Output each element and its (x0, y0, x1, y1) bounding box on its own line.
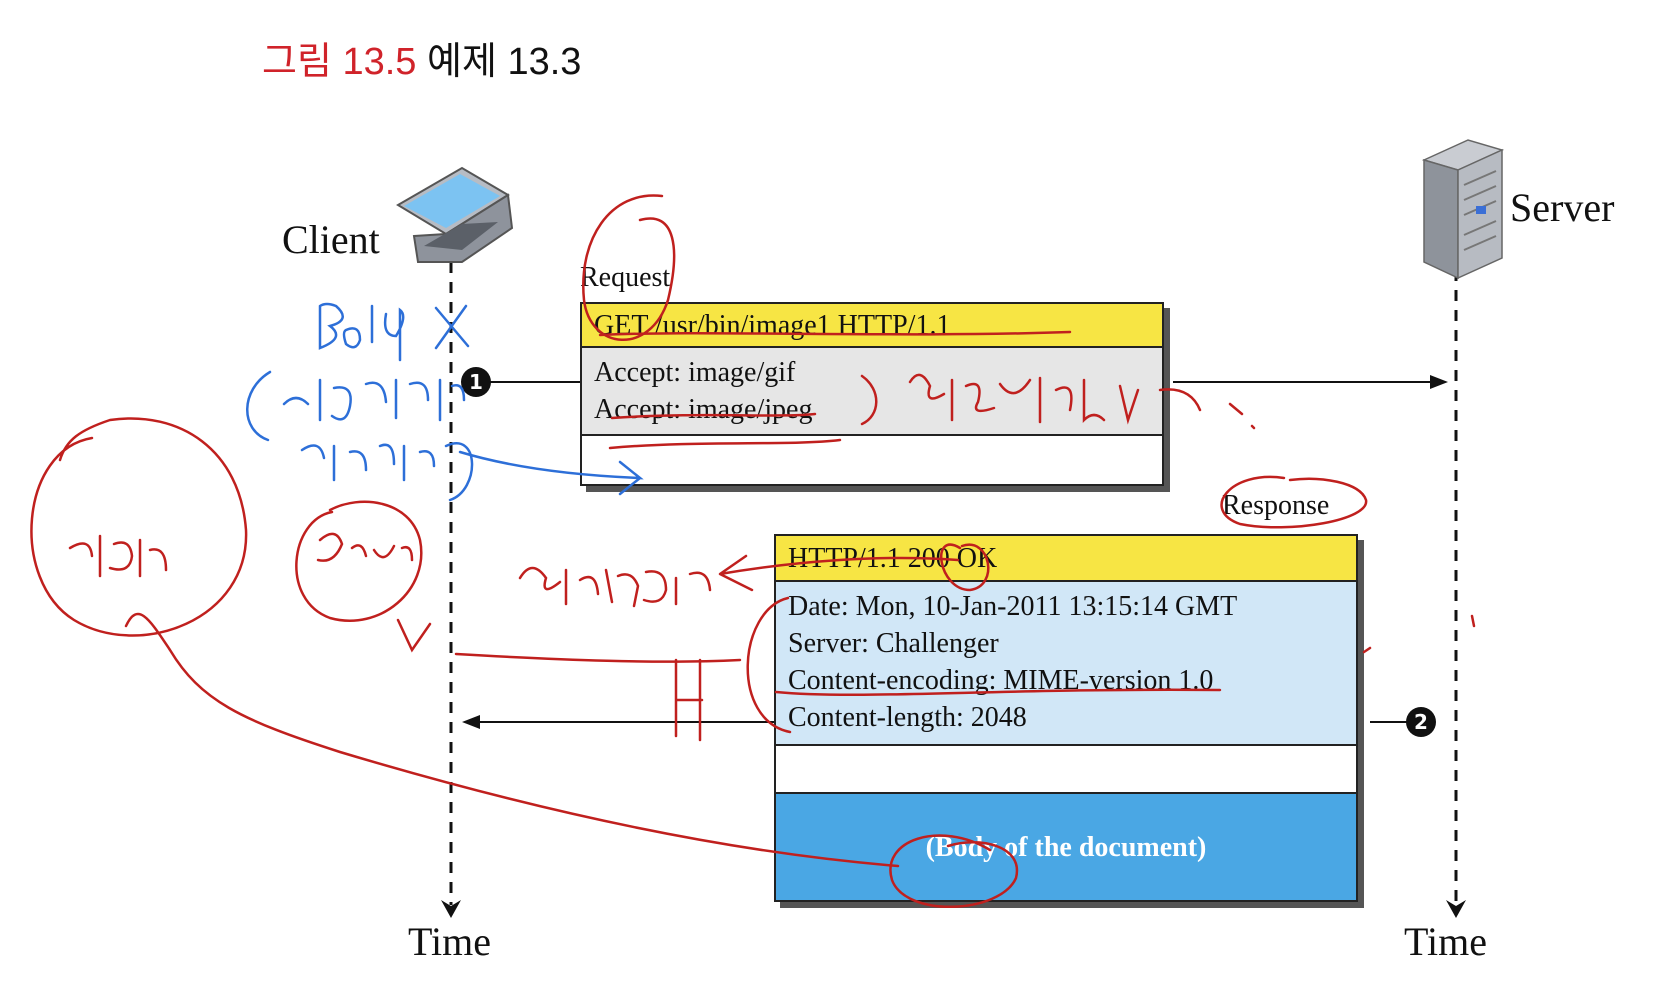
step-1-marker: 1 (461, 367, 491, 397)
request-line: GET /usr/bin/image1 HTTP/1.1 (582, 304, 1162, 348)
server-time-label: Time (1404, 919, 1488, 964)
request-header: Accept: image/jpeg (594, 394, 813, 425)
figure-title: 그림 13.5 예제 13.3 (262, 30, 581, 85)
client-label: Client (282, 217, 380, 262)
response-header: Date: Mon, 10-Jan-2011 13:15:14 GMT (788, 591, 1238, 622)
server-tower-icon (1421, 139, 1505, 280)
request-message-box: GET /usr/bin/image1 HTTP/1.1 Accept: ima… (580, 302, 1164, 486)
request-label: Request (580, 262, 671, 293)
status-line: HTTP/1.1 200 OK (776, 536, 1356, 582)
response-message-box: HTTP/1.1 200 OK Date: Mon, 10-Jan-2011 1… (774, 534, 1358, 902)
laptop-icon (396, 166, 514, 263)
response-blank-line (776, 746, 1356, 792)
request-headers: Accept: image/gif Accept: image/jpeg (582, 348, 1162, 436)
response-headers: Date: Mon, 10-Jan-2011 13:15:14 GMT Serv… (776, 582, 1356, 746)
response-label: Response (1222, 490, 1330, 521)
request-body-empty (582, 436, 1162, 484)
response-header: Server: Challenger (788, 628, 999, 659)
response-body: (Body of the document) (776, 792, 1356, 900)
request-header: Accept: image/gif (594, 357, 796, 388)
figure-caption: 예제 13.3 (427, 41, 582, 83)
figure-number: 그림 13.5 (262, 41, 417, 83)
response-header: Content-length: 2048 (788, 702, 1027, 733)
response-header: Content-encoding: MIME-version 1.0 (788, 665, 1214, 696)
server-label: Server (1510, 185, 1615, 230)
step-2-marker: 2 (1406, 707, 1436, 737)
client-time-label: Time (408, 919, 492, 964)
